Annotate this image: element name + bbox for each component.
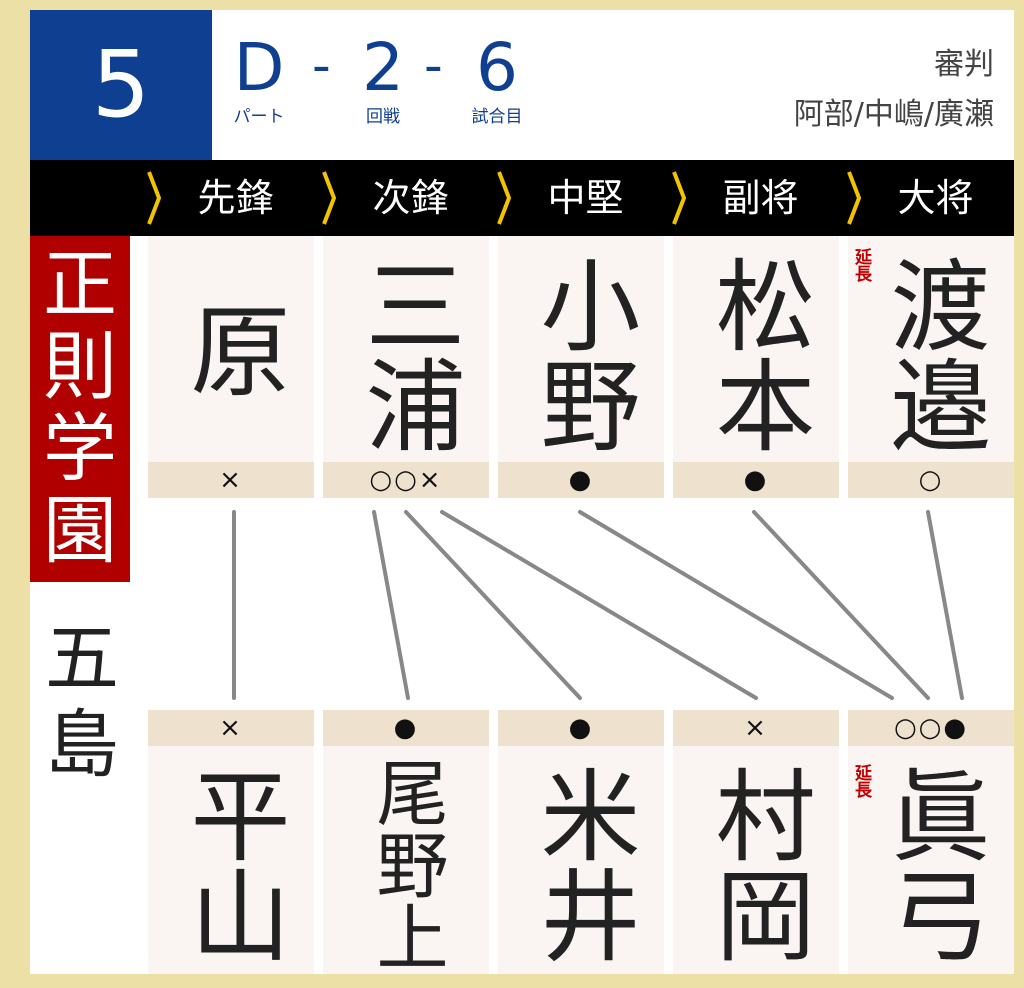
extension-badge: 延長 bbox=[851, 764, 871, 798]
chevron-icon bbox=[847, 171, 862, 225]
result-marks: ● bbox=[498, 710, 664, 746]
bout-line bbox=[578, 510, 894, 700]
game-label: 試合目 bbox=[471, 107, 523, 126]
player-name: 原 bbox=[173, 299, 290, 399]
player-name: 三浦 bbox=[348, 254, 465, 454]
game-value: 6 bbox=[476, 29, 518, 106]
part-value: D bbox=[233, 29, 285, 106]
player-name-box: 松本 bbox=[673, 236, 839, 462]
player-name: 米井 bbox=[523, 763, 640, 964]
player-name-box: 尾野上 bbox=[323, 746, 489, 974]
round-code: 2 回戦 bbox=[348, 28, 418, 126]
result-marks: ● bbox=[673, 462, 839, 498]
player-name: 村岡 bbox=[698, 763, 815, 964]
player-name-box: 延長 渡邉 bbox=[848, 236, 1014, 462]
player-name: 小野 bbox=[523, 254, 640, 454]
player-name-box: 原 bbox=[148, 236, 314, 462]
referee-names: 阿部/中嶋/廣瀬 bbox=[793, 97, 994, 132]
player-name-box: 米井 bbox=[498, 746, 664, 974]
team-bottom-name: 五島 bbox=[45, 616, 119, 788]
player-name: 渡邉 bbox=[873, 254, 990, 454]
match-number: 5 bbox=[30, 10, 212, 160]
round-value: 2 bbox=[362, 29, 404, 106]
team-top-name: 正則学園 bbox=[30, 236, 130, 582]
position-jiho: 次鋒 bbox=[372, 176, 449, 220]
chevron-icon bbox=[497, 171, 512, 225]
bout-line bbox=[372, 510, 410, 700]
bout-line bbox=[440, 510, 758, 700]
result-marks: ○○● bbox=[848, 710, 1014, 746]
result-marks: × bbox=[148, 710, 314, 746]
bout-lines bbox=[232, 510, 964, 700]
result-marks: × bbox=[148, 462, 314, 498]
result-marks: ● bbox=[498, 462, 664, 498]
result-marks: × bbox=[673, 710, 839, 746]
position-chuken: 中堅 bbox=[547, 176, 624, 220]
position-taisho: 大将 bbox=[897, 176, 974, 220]
referee-label: 審判 bbox=[934, 47, 994, 82]
player-name-box: 延長 眞弓 bbox=[848, 746, 1014, 974]
player-name: 松本 bbox=[698, 254, 815, 454]
player-name-box: 平山 bbox=[148, 746, 314, 974]
result-marks: ○ bbox=[848, 462, 1014, 498]
player-name-box: 村岡 bbox=[673, 746, 839, 974]
chevron-icon bbox=[147, 171, 162, 225]
bout-line bbox=[752, 510, 930, 700]
game-code: 6 試合目 bbox=[462, 28, 532, 126]
player-name-box: 三浦 bbox=[323, 236, 489, 462]
bout-line bbox=[404, 510, 582, 700]
bout-line bbox=[926, 510, 964, 700]
player-name: 眞弓 bbox=[873, 763, 990, 964]
match-card: 5 D パート - 2 回戦 - 6 試合目 審判 阿部/中嶋/廣瀬 先鋒 次鋒… bbox=[30, 10, 1014, 974]
result-marks: ○○× bbox=[323, 462, 489, 498]
part-label: パート bbox=[233, 107, 285, 127]
position-bar: 先鋒 次鋒 中堅 副将 大将 bbox=[30, 160, 1014, 236]
dash-2: - bbox=[424, 36, 443, 96]
player-name: 尾野上 bbox=[364, 756, 448, 972]
position-senpo: 先鋒 bbox=[197, 176, 274, 220]
result-marks: ● bbox=[323, 710, 489, 746]
extension-badge: 延長 bbox=[851, 248, 871, 282]
position-fukusho: 副将 bbox=[722, 176, 799, 220]
referee-block: 審判 阿部/中嶋/廣瀬 bbox=[794, 40, 994, 140]
chevron-icon bbox=[672, 171, 687, 225]
part-code: D パート bbox=[224, 28, 294, 126]
player-name-box: 小野 bbox=[498, 236, 664, 462]
chevron-icon bbox=[322, 171, 337, 225]
player-name: 平山 bbox=[173, 763, 290, 964]
round-label: 回戦 bbox=[366, 107, 400, 127]
dash-1: - bbox=[312, 36, 331, 96]
